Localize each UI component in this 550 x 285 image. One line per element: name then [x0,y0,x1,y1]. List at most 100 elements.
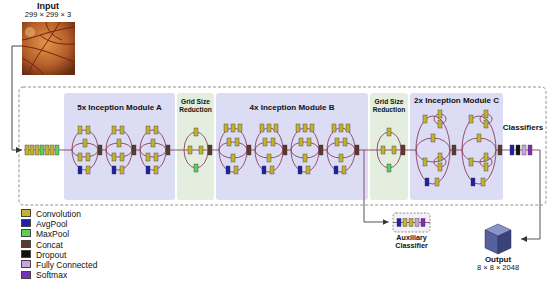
legend-row: AvgPool [21,218,97,228]
legend-row: Fully Connected [21,259,97,269]
inception-c-module [462,110,496,186]
fundus-image [22,22,75,75]
band-title: 4x Inception Module B [250,103,335,112]
network-frame [19,87,546,205]
band-title: 2x Inception Module C [414,96,499,105]
optic-disc [25,27,35,37]
conv-block [45,145,49,155]
legend-swatch [21,271,31,279]
conv-block [50,145,54,155]
classifier-blocks [510,145,532,155]
reduction-module [377,128,401,172]
conv-block [409,219,413,227]
vessels [22,22,75,75]
legend-text: Concat [36,240,63,250]
vessel [22,46,75,62]
connector-arrow [521,150,540,239]
module-band-fill [216,93,368,200]
legend-row: Convolution [21,208,97,218]
inception-a-module [140,126,166,174]
vessel [22,58,44,75]
concat-block [98,145,102,155]
group-title: Classifiers [503,123,543,132]
module-band: 5x Inception Module A [64,93,175,200]
concat-block [452,145,456,155]
cube-left [485,230,498,254]
reduction-band-fill [370,93,408,200]
reduction-band: Grid Size Reduction [177,93,214,200]
legend-text: Softmax [36,270,67,280]
output-node: Output8 × 8 × 2048 [475,222,521,273]
reduction-band: Grid Size Reduction [370,93,408,200]
conv-block [35,145,39,155]
legend-text: MaxPool [36,229,69,239]
stem-blocks [25,145,59,155]
band-title: Grid Size Reduction [370,98,408,113]
inception-a-module [106,126,132,174]
legend-swatch [21,209,31,217]
concat-block [355,145,359,155]
fc-block [522,145,526,155]
legend: ConvolutionAvgPoolMaxPoolConcatDropoutFu… [21,208,97,280]
legend-text: Convolution [36,209,81,219]
legend-row: Dropout [21,249,97,259]
legend-row: Concat [21,239,97,249]
cube-right [498,230,511,254]
reduction-module [184,128,208,172]
inception-a-module [72,126,98,174]
input-arrow [12,46,22,150]
legend-text: Fully Connected [36,260,97,270]
output-cube [485,224,511,254]
legend-swatch [21,229,31,237]
inception-b-module [219,124,247,174]
maxpool-block [40,145,44,155]
dimension-label: 8 × 8 × 2048 [477,264,519,273]
input-node: Input299 × 299 × 3 [19,1,77,78]
avgpool-block [510,145,514,155]
concat-block [401,145,405,155]
softmax-block [421,219,425,227]
inception-c-module [416,110,450,186]
legend-swatch [21,219,31,227]
fundus-ground [22,22,75,75]
inception-b-module [327,124,355,174]
inception-b-module [255,124,283,174]
connector-arrow [364,200,389,222]
legend-text: Dropout [36,250,66,260]
inception-b-module [291,124,319,174]
concat-blocks [98,145,502,155]
auxiliary-classifier: Auxiliary Classifier [389,211,435,251]
conv-block [30,145,34,155]
fc-block [415,219,419,227]
conv-block [403,219,407,227]
legend-text: AvgPool [36,219,68,229]
module-band: 4x Inception Module B [216,93,368,200]
legend-row: Softmax [21,270,97,280]
dropout-block [516,145,520,155]
reduction-band-fill [177,93,214,200]
classifier-group: Classifiers [501,121,545,150]
legend-swatch [21,250,31,258]
node-title: Auxiliary Classifier [389,234,435,251]
concat-block [132,145,136,155]
legend-row: MaxPool [21,229,97,239]
concat-block [166,145,170,155]
module-band-fill [410,93,503,200]
avgpool-block [397,219,401,227]
module-band: 2x Inception Module C [410,93,503,200]
node-title: Input [37,1,59,11]
dimension-label: 299 × 299 × 3 [25,11,71,20]
legend-swatch [21,260,31,268]
band-title: 5x Inception Module A [77,103,162,112]
auxiliary-head [393,213,430,232]
concat-block [319,145,323,155]
legend-swatch [21,240,31,248]
auxiliary-frame [393,213,430,232]
concat-block [498,145,502,155]
band-title: Grid Size Reduction [177,98,214,113]
concat-block [208,145,212,155]
module-band-fill [64,93,175,200]
